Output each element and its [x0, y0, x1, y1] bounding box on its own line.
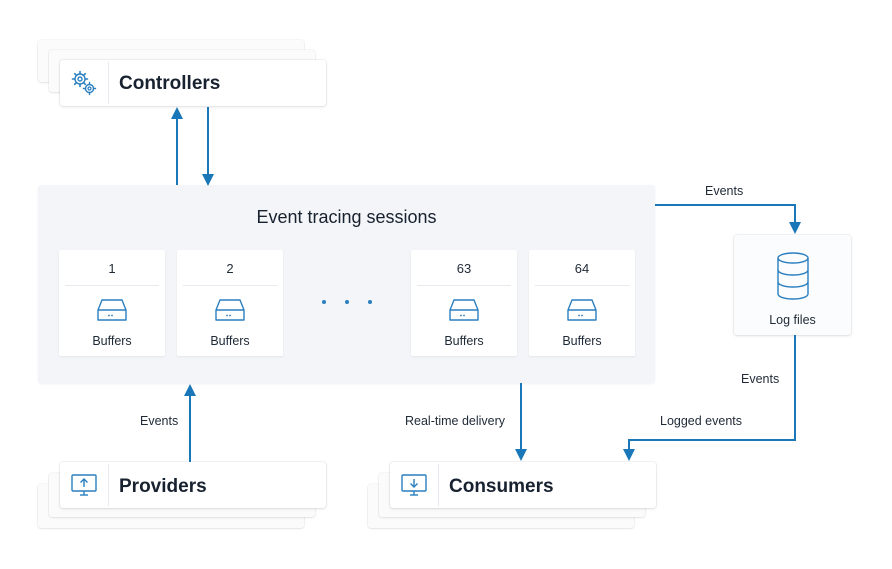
buffer-label: Buffers	[444, 334, 484, 348]
monitor-upload-icon	[71, 474, 97, 496]
drive-icon	[215, 299, 245, 321]
ellipsis-dot	[345, 300, 349, 304]
database-icon	[777, 252, 809, 300]
arrow-session-to-log-files	[655, 204, 801, 234]
buffer-label: Buffers	[210, 334, 250, 348]
consumers-card[interactable]: Consumers	[390, 462, 656, 508]
event-tracing-sessions-panel: Event tracing sessions 1 Buffers 2 Buffe…	[38, 185, 655, 383]
providers-label: Providers	[119, 476, 207, 497]
controllers-card[interactable]: Controllers	[60, 60, 326, 106]
divider	[183, 285, 277, 286]
buffer-label: Buffers	[562, 334, 602, 348]
drive-icon	[449, 299, 479, 321]
edge-label-events-to-log: Events	[705, 184, 744, 198]
buffer-card-2[interactable]: 2 Buffers	[177, 250, 283, 356]
buffer-number: 1	[108, 261, 116, 276]
controllers-icon-cell	[60, 62, 109, 104]
buffer-number: 2	[226, 261, 234, 276]
consumers-icon-cell	[390, 464, 439, 506]
edge-label-logged-events: Logged events	[660, 414, 743, 428]
ellipsis-dot	[322, 300, 326, 304]
edge-label-log-events: Events	[741, 372, 780, 386]
divider	[417, 285, 511, 286]
log-files-card[interactable]: Log files	[734, 235, 851, 335]
gear-icon	[71, 70, 97, 96]
edge-label-realtime-delivery: Real-time delivery	[405, 414, 506, 428]
buffer-label: Buffers	[92, 334, 132, 348]
controllers-label: Controllers	[119, 73, 221, 94]
arrow-log-files-to-consumers	[623, 335, 796, 461]
buffer-number: 63	[456, 261, 472, 276]
providers-icon-cell	[60, 464, 109, 506]
monitor-download-icon	[401, 474, 427, 496]
log-files-label: Log files	[769, 313, 816, 327]
providers-card[interactable]: Providers	[60, 462, 326, 508]
buffer-card-63[interactable]: 63 Buffers	[411, 250, 517, 356]
divider	[535, 285, 629, 286]
buffer-number: 64	[574, 261, 590, 276]
session-title: Event tracing sessions	[256, 207, 437, 227]
divider	[65, 285, 159, 286]
drive-icon	[567, 299, 597, 321]
consumers-label: Consumers	[449, 476, 554, 497]
drive-icon	[97, 299, 127, 321]
edge-label-provider-events: Events	[140, 414, 179, 428]
buffer-card-1[interactable]: 1 Buffers	[59, 250, 165, 356]
buffer-card-64[interactable]: 64 Buffers	[529, 250, 635, 356]
ellipsis-dot	[368, 300, 372, 304]
